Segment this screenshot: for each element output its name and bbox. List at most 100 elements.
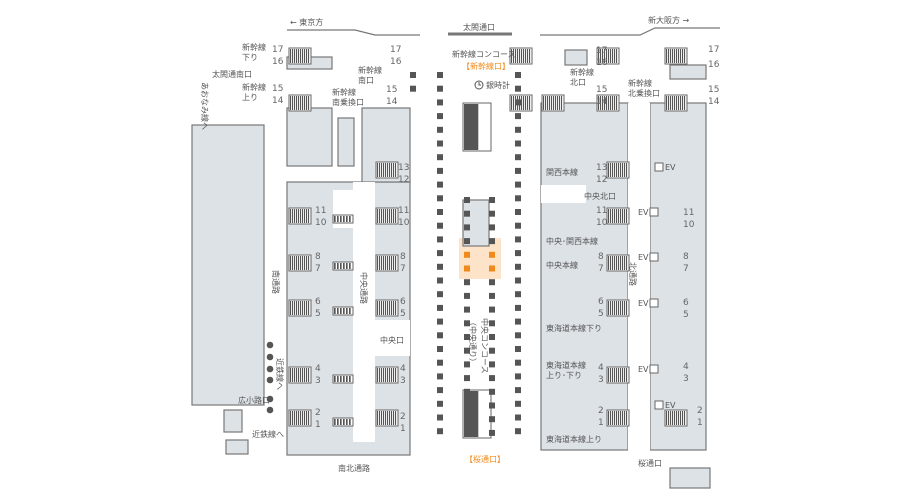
silver-clock-label: 銀時計 (486, 80, 510, 90)
elevator-label: EV (638, 299, 649, 308)
pillar (515, 318, 521, 325)
stair-step (616, 163, 618, 177)
central-exit-label[interactable]: 中央口 (380, 335, 404, 345)
pillar (489, 265, 495, 272)
stair-step (600, 96, 602, 110)
stair-step (674, 411, 676, 425)
stair-step (385, 368, 387, 382)
shinkansen-north-transfer-label[interactable]: 新幹線北乗換口 (628, 78, 660, 98)
pillar (515, 263, 521, 270)
stair-step (337, 419, 339, 425)
stair-step (626, 256, 628, 270)
track-number-12: 12 (596, 175, 607, 185)
shinkansen-north-exit-label[interactable]: 新幹線北口 (570, 67, 594, 87)
shinkansen-south-transfer-label[interactable]: 新幹線南乗換口 (332, 87, 364, 107)
stair-step (666, 411, 668, 425)
stair-step (612, 301, 614, 315)
stair-step (294, 49, 296, 63)
stair-step (678, 96, 680, 110)
central-north-exit-label[interactable]: 中央北口 (584, 191, 616, 201)
stair-step (668, 96, 670, 110)
pillar (515, 167, 521, 174)
label-line: 上り (242, 93, 258, 102)
stair-step (292, 96, 294, 110)
stair-step (620, 163, 622, 177)
stair-step (598, 96, 600, 110)
stair-step (393, 163, 395, 177)
pillar (437, 373, 443, 380)
pillar (515, 304, 521, 311)
north-passage-corridor (628, 103, 650, 453)
stair-step (620, 209, 622, 223)
pillar (437, 85, 443, 92)
stair-step (296, 411, 298, 425)
stair-step (294, 411, 296, 425)
stair-step (616, 411, 618, 425)
shinkansen-south-exit-label[interactable]: 新幹線南口 (358, 65, 382, 85)
sakura-exit-small-label[interactable]: 桜通口 (638, 458, 662, 468)
stair-step (298, 368, 300, 382)
pillar (464, 388, 470, 395)
stair-step (622, 411, 624, 425)
track-number-8: 8 (315, 252, 321, 262)
pillar (515, 414, 521, 421)
stair-step (379, 163, 381, 177)
track-number-13: 13 (596, 163, 607, 173)
stair-step (296, 301, 298, 315)
stair-step (608, 368, 610, 382)
pillar (437, 126, 443, 133)
track-number-6: 6 (400, 297, 406, 307)
stair-step (513, 96, 515, 110)
shinkansen-exit-label[interactable]: 【新幹線口】 (462, 61, 510, 71)
stair-step (379, 411, 381, 425)
stair-step (383, 163, 385, 177)
stair-step (308, 96, 310, 110)
pillar (437, 359, 443, 366)
round-pillar (266, 376, 274, 384)
stair-step (395, 411, 397, 425)
stair-step (608, 301, 610, 315)
stair-step (308, 368, 310, 382)
block (337, 117, 355, 167)
stair-step (304, 49, 306, 63)
stair-step (684, 411, 686, 425)
hirokoji-exit-label[interactable]: 広小路口 (238, 395, 270, 405)
stair-step (391, 209, 393, 223)
stair-step (387, 209, 389, 223)
stair-step (626, 209, 628, 223)
stair-step (529, 96, 531, 110)
stair-step (523, 49, 525, 63)
pillar (515, 222, 521, 229)
stair-step (334, 263, 336, 269)
pillar (437, 400, 443, 407)
stair-step (610, 96, 612, 110)
stair-step (618, 411, 620, 425)
pillar (437, 113, 443, 120)
stair-step (672, 49, 674, 63)
stair-step (395, 368, 397, 382)
north-passage-label: 北通路 (628, 262, 638, 286)
taiko-south-exit-label[interactable]: 太閤通南口 (212, 69, 252, 79)
stair-step (616, 301, 618, 315)
stair-step (517, 49, 519, 63)
track-number-3: 3 (315, 376, 321, 386)
stair-step (527, 49, 529, 63)
stair-step (393, 209, 395, 223)
elevator-icon (649, 252, 659, 262)
stair-step (385, 301, 387, 315)
pillar (515, 291, 521, 298)
stair-step (395, 256, 397, 270)
stair-step (624, 368, 626, 382)
pillar (464, 361, 470, 368)
pillar (437, 140, 443, 147)
pillar (437, 346, 443, 352)
central-passage-label: 中央通路 (359, 272, 369, 304)
track-number-5: 5 (683, 310, 689, 320)
stair-step (302, 256, 304, 270)
stair-step (608, 96, 610, 110)
central-north-corridor (541, 185, 586, 203)
sakura-exit-label[interactable]: 【桜通口】 (465, 454, 505, 464)
stair-step (334, 308, 336, 314)
central-exit-corridor (375, 320, 410, 356)
